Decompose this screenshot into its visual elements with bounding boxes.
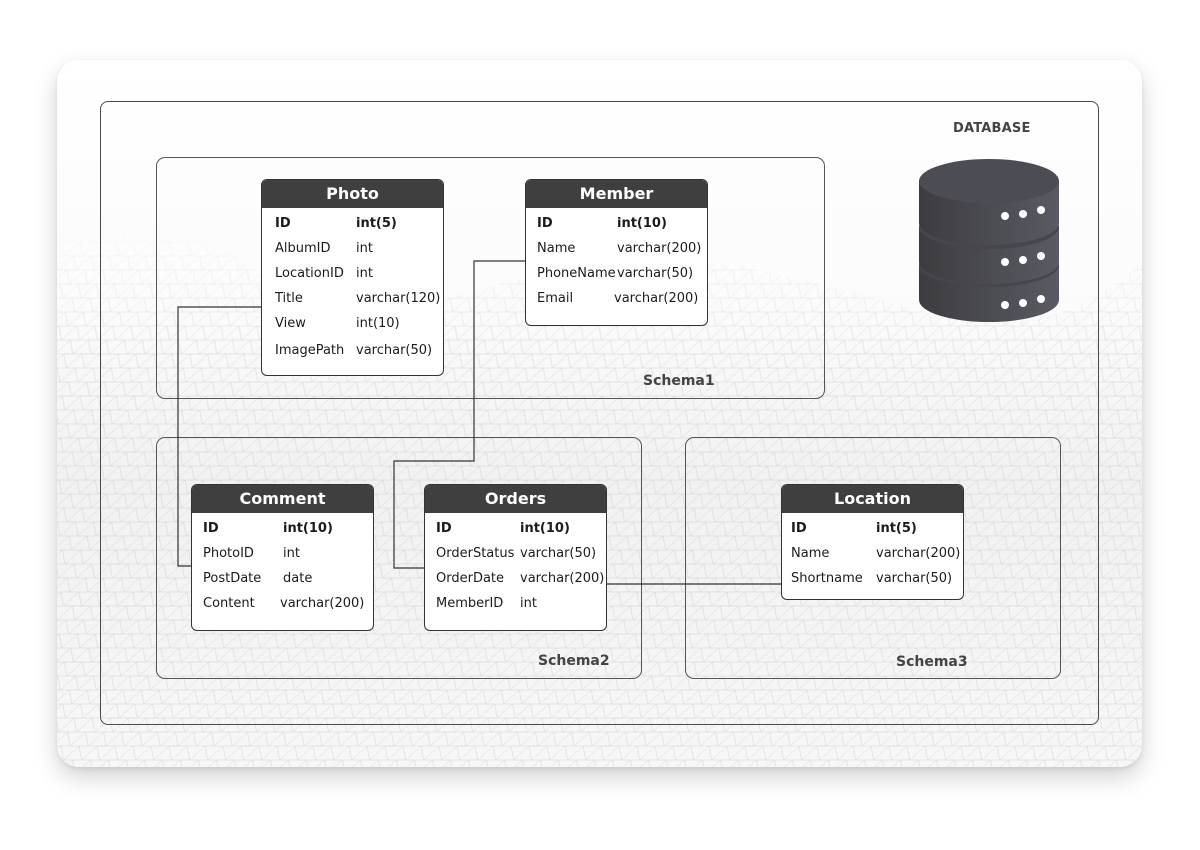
field-type: varchar(120)	[356, 291, 441, 306]
field-name: Content	[203, 596, 255, 611]
field-type: int(10)	[283, 521, 333, 536]
field-name: Name	[537, 241, 576, 256]
database-icon	[919, 159, 1059, 322]
field-name: MemberID	[436, 596, 504, 611]
table-row[interactable]: Content varchar(200)	[192, 591, 373, 616]
field-type: int(5)	[876, 521, 917, 536]
field-name: Title	[275, 291, 303, 306]
field-type: int	[283, 546, 300, 561]
schema-1	[156, 157, 825, 399]
table-row[interactable]: ImagePath varchar(50)	[262, 336, 443, 363]
table-row[interactable]: ID int(5)	[782, 516, 963, 541]
table-title: Orders	[425, 485, 606, 513]
table-row[interactable]: ID int(10)	[526, 211, 707, 236]
table-row[interactable]: ID int(5)	[262, 211, 443, 236]
field-name: PhotoID	[203, 546, 254, 561]
field-name: PostDate	[203, 571, 262, 586]
field-type: int(10)	[617, 216, 667, 231]
schema-1-label: Schema1	[643, 373, 715, 389]
field-type: int	[520, 596, 537, 611]
field-type: varchar(50)	[617, 266, 694, 281]
field-name: Shortname	[791, 571, 863, 586]
field-name: Email	[537, 291, 574, 306]
table-row[interactable]: AlbumID int	[262, 236, 443, 261]
field-name: OrderStatus	[436, 546, 515, 561]
field-name: PhoneName	[537, 266, 616, 281]
table-row[interactable]: ID int(10)	[425, 516, 606, 541]
field-name: ImagePath	[275, 343, 345, 358]
field-name: ID	[537, 216, 553, 231]
table-row[interactable]: View int(10)	[262, 311, 443, 336]
database-label: DATABASE	[953, 121, 1031, 136]
field-type: varchar(50)	[520, 546, 597, 561]
field-name: ID	[203, 521, 219, 536]
schema-3	[685, 437, 1061, 679]
table-row[interactable]: ID int(10)	[192, 516, 373, 541]
table-title: Photo	[262, 180, 443, 208]
table-comment[interactable]: Comment ID int(10) PhotoID int PostDate dat…	[191, 484, 374, 631]
schema-3-label: Schema3	[896, 654, 968, 670]
table-row[interactable]: Name varchar(200)	[526, 236, 707, 261]
field-name: ID	[791, 521, 807, 536]
table-row[interactable]: Name varchar(200)	[782, 541, 963, 566]
table-row[interactable]: Shortname varchar(50)	[782, 566, 963, 591]
database-container	[100, 101, 1099, 725]
field-name: ID	[275, 216, 291, 231]
table-row[interactable]: LocationID int	[262, 261, 443, 286]
table-member[interactable]: Member ID int(10) Name varchar(200) PhoneN…	[525, 179, 708, 326]
field-type: varchar(200)	[617, 241, 702, 256]
field-name: Name	[791, 546, 830, 561]
field-type: date	[283, 571, 313, 586]
table-title: Member	[526, 180, 707, 208]
table-row[interactable]: PostDate date	[192, 566, 373, 591]
field-type: int(5)	[356, 216, 397, 231]
field-type: int(10)	[356, 316, 400, 331]
field-type: varchar(50)	[356, 343, 433, 358]
field-type: int	[356, 266, 373, 281]
table-row[interactable]: MemberID int	[425, 591, 606, 616]
field-name: ID	[436, 521, 452, 536]
field-type: varchar(200)	[520, 571, 605, 586]
schema-2-label: Schema2	[538, 653, 610, 669]
field-type: varchar(50)	[876, 571, 953, 586]
table-location[interactable]: Location ID int(5) Name varchar(200) Short…	[781, 484, 964, 600]
field-type: varchar(200)	[280, 596, 365, 611]
field-name: View	[275, 316, 306, 331]
table-title: Location	[782, 485, 963, 513]
table-title: Comment	[192, 485, 373, 513]
field-name: OrderDate	[436, 571, 505, 586]
field-type: varchar(200)	[876, 546, 961, 561]
table-row[interactable]: Title varchar(120)	[262, 286, 443, 311]
table-row[interactable]: OrderDate varchar(200)	[425, 566, 606, 591]
field-type: int(10)	[520, 521, 570, 536]
field-name: LocationID	[275, 266, 344, 281]
field-name: AlbumID	[275, 241, 331, 256]
field-type: varchar(200)	[614, 291, 699, 306]
table-row[interactable]: Email varchar(200)	[526, 286, 707, 311]
table-row[interactable]: OrderStatus varchar(50)	[425, 541, 606, 566]
field-type: int	[356, 241, 373, 256]
table-row[interactable]: PhotoID int	[192, 541, 373, 566]
